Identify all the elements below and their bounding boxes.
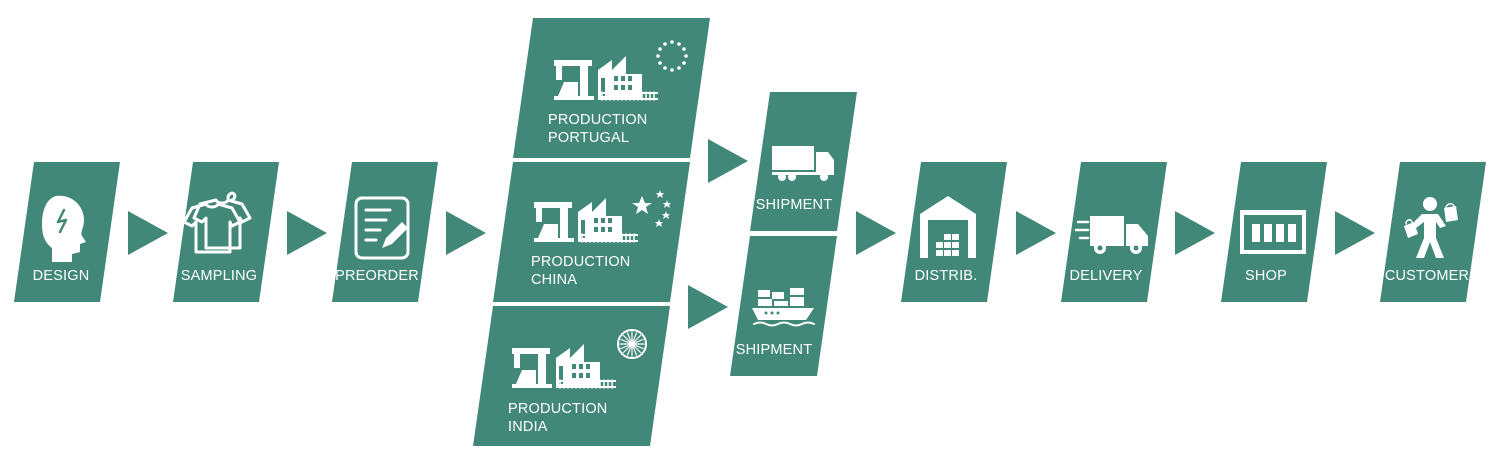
- step-label: DELIVERY: [1069, 268, 1142, 284]
- delivery-van-icon: [1074, 216, 1148, 254]
- arrow-sampling-to-preorder: [287, 211, 327, 255]
- step-production-india: PRODUCTION INDIA: [473, 306, 670, 446]
- step-sampling: SAMPLING: [173, 162, 279, 302]
- label-line-2: PORTUGAL: [548, 130, 629, 146]
- shopper-icon: [1404, 197, 1458, 258]
- storefront-icon: [1240, 210, 1306, 254]
- label-line-1: PRODUCTION: [548, 112, 647, 128]
- step-distrib: DISTRIB.: [901, 162, 1007, 302]
- step-label: PRODUCTION INDIA: [508, 401, 612, 435]
- china-stars-icon: [632, 190, 671, 227]
- step-label: SHIPMENT: [736, 342, 813, 358]
- step-shipment-ship: SHIPMENT: [730, 236, 837, 376]
- arrow-shop-to-customer: [1335, 211, 1375, 255]
- tshirt-hanger-icon: [182, 191, 252, 254]
- step-label: SAMPLING: [181, 268, 258, 284]
- step-label: SHIPMENT: [756, 197, 833, 213]
- step-label: DESIGN: [33, 268, 90, 284]
- step-label: PRODUCTION CHINA: [531, 254, 635, 288]
- step-delivery: DELIVERY: [1061, 162, 1167, 302]
- truck-icon: [772, 146, 834, 181]
- step-label: PREORDER: [335, 268, 419, 284]
- order-form-icon: [354, 196, 410, 260]
- step-shop: SHOP: [1221, 162, 1327, 302]
- step-preorder: PREORDER: [332, 162, 438, 302]
- step-label: PRODUCTION PORTUGAL: [548, 112, 652, 146]
- arrow-delivery-to-shop: [1175, 211, 1215, 255]
- step-customer: CUSTOMER: [1380, 162, 1486, 302]
- step-label: DISTRIB.: [915, 268, 978, 284]
- eu-stars-icon: [656, 40, 688, 72]
- step-production-china: PRODUCTION CHINA: [493, 162, 690, 302]
- step-label: SHOP: [1245, 268, 1287, 284]
- step-shipment-truck: SHIPMENT: [750, 92, 857, 231]
- label-line-1: PRODUCTION: [531, 254, 630, 270]
- label-line-2: CHINA: [531, 272, 577, 288]
- warehouse-icon: [920, 196, 976, 258]
- arrow-shipment-to-distrib: [856, 211, 896, 255]
- label-line-2: INDIA: [508, 419, 548, 435]
- cargo-ship-icon: [752, 288, 815, 327]
- arrow-production-to-shipment-truck: [708, 139, 748, 183]
- ashoka-chakra-icon: [617, 329, 647, 359]
- arrow-design-to-sampling: [128, 211, 168, 255]
- step-design: DESIGN: [14, 162, 120, 302]
- step-label: CUSTOMER: [1385, 268, 1469, 284]
- head-brain-icon: [42, 195, 86, 262]
- label-line-1: PRODUCTION: [508, 401, 607, 417]
- arrow-production-to-shipment-ship: [688, 285, 728, 329]
- arrow-distrib-to-delivery: [1016, 211, 1056, 255]
- step-production-portugal: PRODUCTION PORTUGAL: [513, 18, 710, 158]
- arrow-preorder-to-production: [446, 211, 486, 255]
